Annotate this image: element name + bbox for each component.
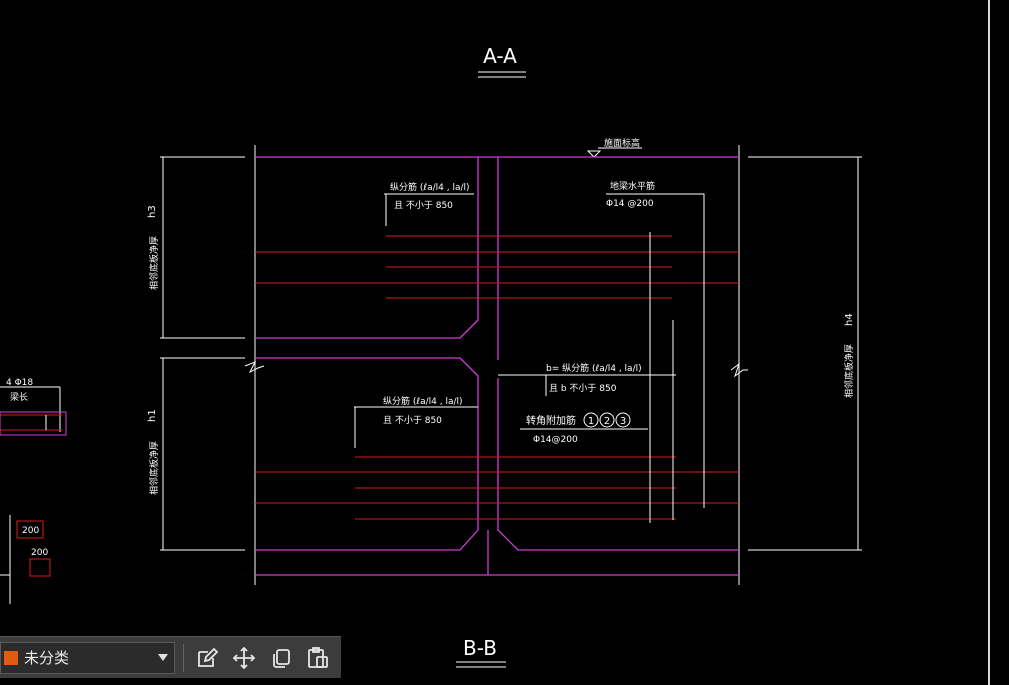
rebar-lower [255,456,739,520]
left-lower-note: 相邻底板净厚 [148,441,160,495]
layer-name: 未分类 [24,649,70,667]
left-edge-detail [0,386,67,604]
move-icon [232,646,256,669]
corner-circle-1: 1 [588,416,594,427]
left-lower-dim-label: h1 [147,409,158,422]
dim-200-a: 200 [22,526,39,536]
top-rebar-title: 地梁水平筋 [610,180,655,192]
toolbar-divider [183,643,185,672]
lower-rebar-sub: 且 不小于 850 [383,415,442,426]
left-edge-rebar: 4 Φ18 [6,378,33,388]
upper-rebar-sub: 且 不小于 850 [394,200,453,211]
right-dim-label: h4 [844,313,855,326]
floating-toolbar: 未分类 [0,636,341,678]
frame-lines [160,145,862,585]
top-level-label: 施面标高 [604,137,640,149]
corner-rebar-spec: Φ14@200 [533,435,578,445]
left-edge-note: 梁长 [10,391,28,403]
paste-button[interactable] [304,643,333,673]
top-rebar-spec: Φ14 @200 [606,199,654,209]
lower-rebar-title: 纵分筋 (ℓa/l4 , la/l) [383,395,463,407]
move-button[interactable] [229,643,258,673]
viewport-right-border [988,0,990,685]
rebar-upper [255,235,739,299]
upper-rebar-title: 纵分筋 (ℓa/l4 , la/l) [390,181,470,193]
layer-color-swatch [4,650,18,665]
edit-button[interactable] [192,643,221,673]
left-upper-dim-label: h3 [147,205,158,218]
annotation-lines [354,193,705,523]
wall-outline [255,156,739,576]
copy-icon [273,648,291,668]
edit-icon [197,647,219,667]
corner-rebar-title: 转角附加筋 [526,414,576,427]
section-title-top: A-A [483,44,517,68]
corner-circle-2: 2 [604,416,610,427]
layer-dropdown[interactable]: 未分类 [0,641,176,674]
dim-200-b: 200 [31,548,48,558]
left-upper-note: 相邻底板净厚 [148,236,160,290]
chevron-down-icon[interactable] [158,654,169,661]
mid-rebar-sub: 且 b 不小于 850 [549,383,617,394]
corner-circles [583,412,631,428]
copy-button[interactable] [267,643,296,673]
corner-circle-3: 3 [620,416,626,427]
mid-rebar-title: b= 纵分筋 (ℓa/l4 , la/l) [546,362,642,374]
section-title-bottom: B-B [463,636,497,660]
right-note: 相邻底板净厚 [843,344,855,398]
paste-icon [308,646,329,668]
